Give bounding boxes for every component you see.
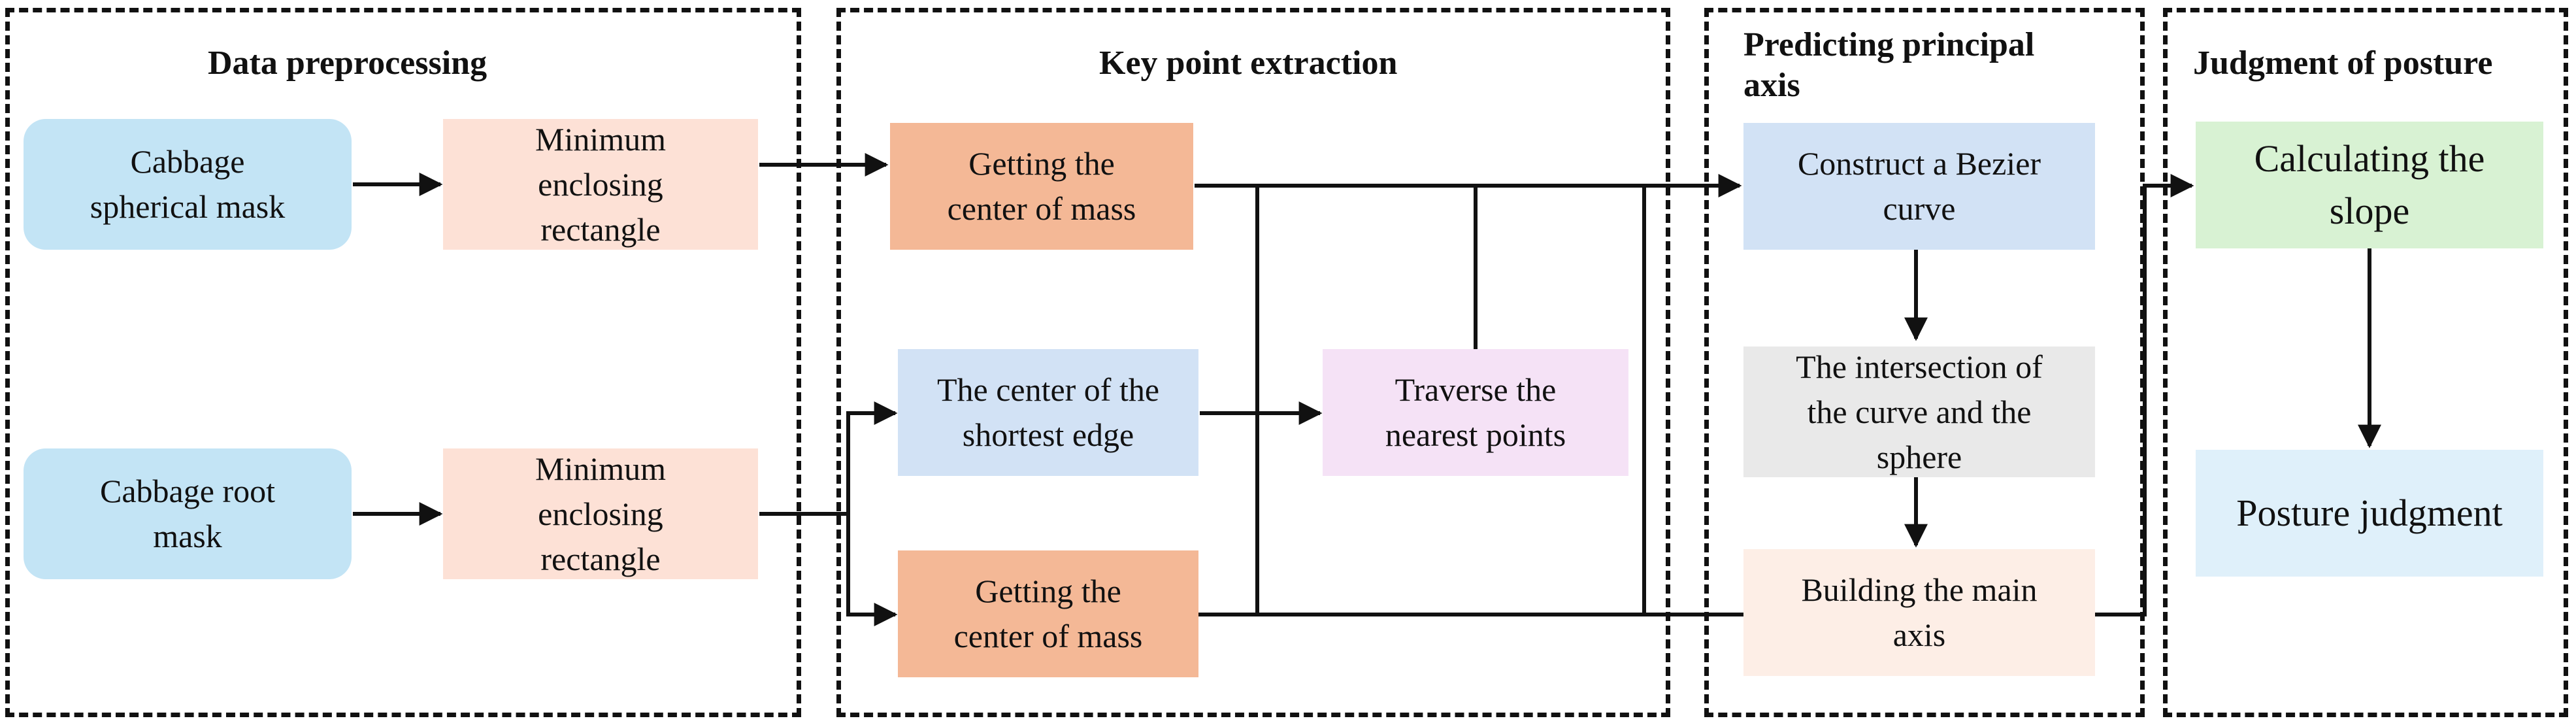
cabbage-root-mask-box: Cabbage root mask [24, 448, 352, 579]
title-data-preprocessing: Data preprocessing [208, 44, 487, 82]
panel-judgment-of-posture [2163, 8, 2568, 717]
curve-sphere-intersection-box: The intersection of the curve and the sp… [1743, 346, 2095, 477]
panel-key-point-extraction [836, 8, 1670, 717]
center-of-shortest-edge-box: The center of the shortest edge [898, 349, 1198, 476]
construct-bezier-curve-box: Construct a Bezier curve [1743, 123, 2095, 250]
center-of-mass-top-box: Getting the center of mass [890, 123, 1193, 250]
cabbage-spherical-mask-box: Cabbage spherical mask [24, 119, 352, 250]
traverse-nearest-points-box: Traverse the nearest points [1323, 349, 1628, 476]
calculating-slope-box: Calculating the slope [2196, 122, 2543, 248]
posture-judgment-box: Posture judgment [2196, 450, 2543, 577]
center-of-mass-bottom-box: Getting the center of mass [898, 550, 1198, 677]
panel-data-preprocessing [5, 8, 801, 717]
title-predicting-principal-axis: Predicting principal axis [1743, 26, 2035, 105]
panel-predicting-principal-axis [1704, 8, 2145, 717]
minimum-enclosing-rectangle-bottom-box: Minimum enclosing rectangle [443, 448, 758, 579]
building-main-axis-box: Building the main axis [1743, 549, 2095, 676]
title-judgment-of-posture: Judgment of posture [2193, 44, 2493, 82]
minimum-enclosing-rectangle-top-box: Minimum enclosing rectangle [443, 119, 758, 250]
title-key-point-extraction: Key point extraction [1099, 44, 1398, 82]
